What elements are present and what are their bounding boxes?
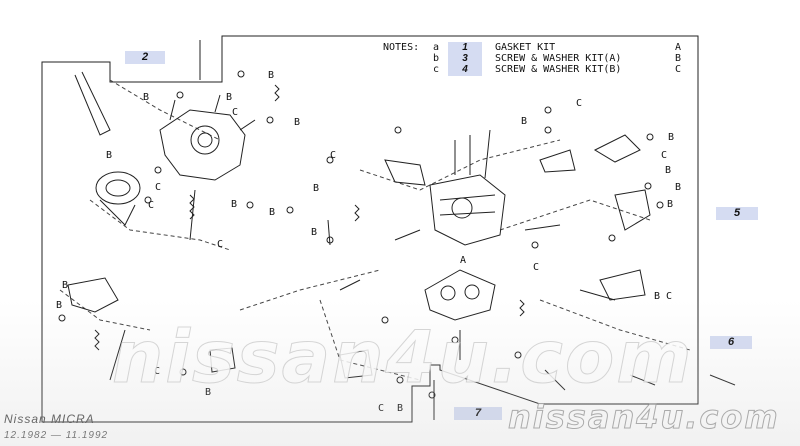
notes-title: NOTES:	[383, 42, 420, 53]
ref-letter-b: B	[62, 280, 69, 291]
ref-letter-c: C	[661, 150, 668, 161]
ref-letter-b: B	[311, 227, 318, 238]
note-letter-a: a	[433, 42, 440, 53]
note-suffix-b: B	[675, 53, 682, 64]
ref-letter-b: B	[521, 116, 528, 127]
ref-letter-c: C	[148, 200, 155, 211]
ref-letter-c: C	[155, 182, 162, 193]
ref-letter-c: C	[232, 107, 239, 118]
ref-letter-b: B	[56, 300, 63, 311]
ref-letter-c: C	[378, 403, 385, 414]
ref-letter-c: C	[533, 262, 540, 273]
ref-letter-b: B	[226, 92, 233, 103]
ref-letter-b: B	[668, 132, 675, 143]
ref-letter-b: B	[654, 291, 661, 302]
ref-letter-c: C	[330, 150, 337, 161]
ref-letter-b: B	[294, 117, 301, 128]
vehicle-model: Nissan MICRA	[4, 412, 95, 426]
gaskets	[67, 159, 426, 379]
note-letter-c: c	[433, 64, 440, 75]
note-suffix-c: C	[675, 64, 682, 75]
screws	[58, 70, 664, 399]
ref-letter-b: B	[667, 199, 674, 210]
assembly-boundary	[41, 35, 699, 423]
note-text-screw-kit-a: SCREW & WASHER KIT(A)	[495, 53, 622, 64]
note-number-1[interactable]: 1	[448, 42, 482, 54]
note-text-screw-kit-b: SCREW & WASHER KIT(B)	[495, 64, 622, 75]
ref-letter-b: B	[106, 150, 113, 161]
watermark-large: nissan4u.com	[111, 315, 694, 400]
ref-letter-b: B	[205, 387, 212, 398]
ref-letter-c: C	[666, 291, 673, 302]
throttle-body	[424, 269, 496, 321]
jets-and-rods	[74, 40, 736, 391]
ref-letter-b: B	[675, 182, 682, 193]
ref-letter-b: B	[665, 165, 672, 176]
note-number-4[interactable]: 4	[448, 64, 482, 76]
callout-6[interactable]: 6	[710, 336, 752, 349]
ref-letter-c: C	[576, 98, 583, 109]
callout-2[interactable]: 2	[125, 51, 165, 64]
callout-7[interactable]: 7	[454, 407, 502, 420]
ref-letter-b: B	[143, 92, 150, 103]
ref-letter-c: C	[217, 239, 224, 250]
ref-letter-b: B	[268, 70, 275, 81]
pins	[189, 189, 461, 420]
callout-5[interactable]: 5	[716, 207, 758, 220]
ref-letter-b: B	[231, 199, 238, 210]
ref-letter-a: A	[460, 255, 467, 266]
note-letter-b: b	[433, 53, 440, 64]
note-suffix-a: A	[675, 42, 682, 53]
center-carburetor-body	[429, 129, 506, 246]
right-linkage	[539, 134, 651, 301]
diaphragm-cover	[95, 171, 141, 226]
watermark-small: nissan4u.com	[508, 398, 780, 437]
ref-letter-b: B	[397, 403, 404, 414]
ref-letter-b: B	[313, 183, 320, 194]
note-text-gasket-kit: GASKET KIT	[495, 42, 556, 53]
note-number-3[interactable]: 3	[448, 53, 482, 65]
ref-letter-c: C	[154, 366, 161, 377]
left-carburetor-body	[159, 94, 256, 181]
ref-letter-b: B	[269, 207, 276, 218]
vehicle-dates: 12.1982 — 11.1992	[4, 430, 109, 441]
